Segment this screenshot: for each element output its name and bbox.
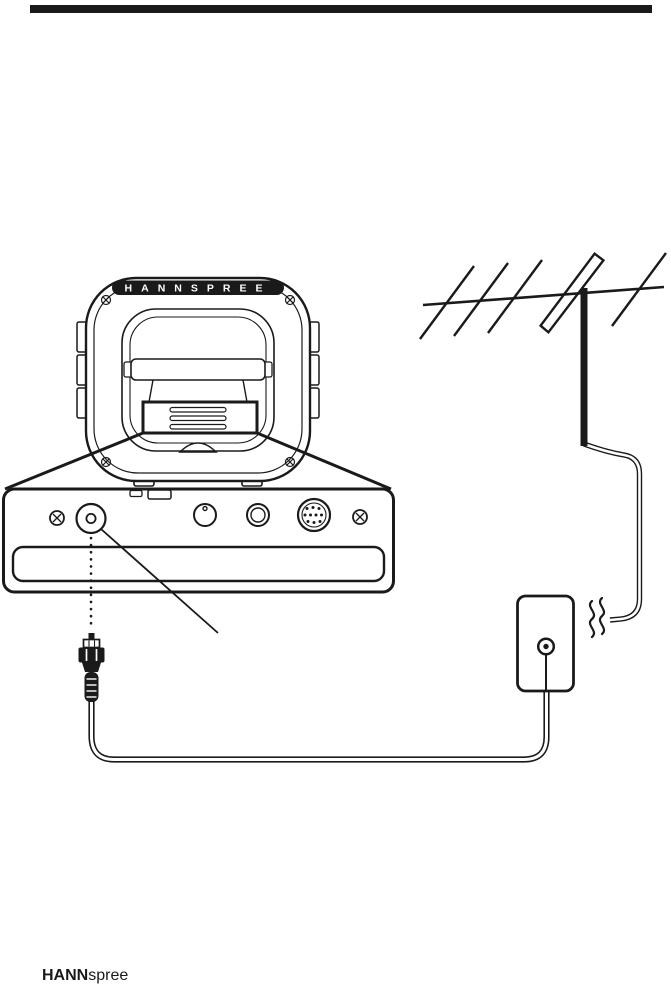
antenna-input-pointer-line [100,528,219,634]
antenna [419,252,667,446]
wall-break-squiggle [588,596,606,639]
connector-panel-body [2,487,395,594]
antenna-input-jack [75,502,107,535]
tv-brand-plate [112,280,284,295]
panel-latch-small [129,489,143,498]
brand-logo: HANNspree [42,967,128,984]
tv-back-recess-outer [121,308,275,452]
tv-corner-screws [100,294,296,468]
panel-screw-right [352,509,368,525]
antenna-cable [583,441,643,623]
panel-vent-slot [11,545,386,583]
tv-stand-bracket [123,358,273,403]
tv-brand-label: HANNSPREE [125,283,272,295]
panel-latch [147,489,172,500]
top-rule [30,5,652,13]
antenna-elements [419,252,667,340]
panel-jack-tuner-knob [193,503,217,527]
panel-din-connector [296,497,332,533]
connector-panel [2,487,395,594]
wall-outlet [516,594,575,693]
coax-cable [88,690,550,763]
panel-screw-left [49,510,65,526]
coax-plug [78,633,105,702]
callout-source-region [141,400,259,435]
brand-logo-bold: HANN [42,967,88,984]
tv-handle-arch [178,442,218,453]
tv-rear-view: HANNSPREE [76,276,320,487]
antenna-boom [422,285,665,307]
brand-logo-light: spree [88,967,128,984]
callout-expansion-lines [4,431,392,491]
panel-jack-av [246,503,270,527]
